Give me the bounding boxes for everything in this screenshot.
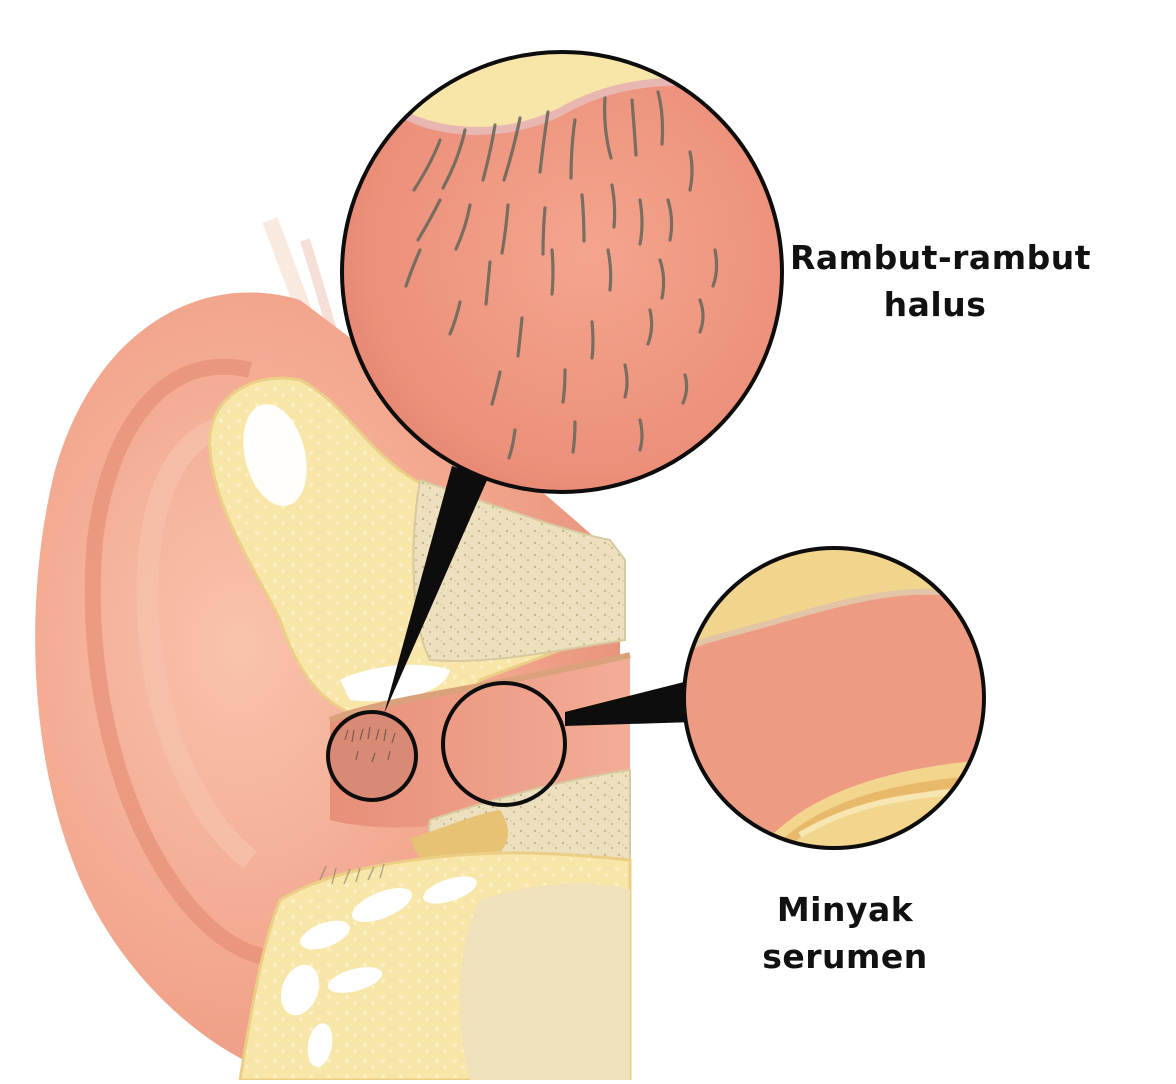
zoom-circle-earwax xyxy=(682,546,986,850)
label-earwax-line2: serumen xyxy=(762,937,928,976)
entrance-hairs xyxy=(319,863,385,885)
pointer-right xyxy=(565,680,694,726)
label-fine-hairs-line2: halus xyxy=(883,285,987,324)
pointer-top xyxy=(384,466,488,714)
label-fine-hairs: Rambut-rambut halus xyxy=(790,234,1091,328)
label-earwax-line1: Minyak xyxy=(776,890,914,929)
lower-structures xyxy=(238,768,632,1082)
label-earwax: Minyak serumen xyxy=(740,886,950,980)
label-fine-hairs-line1: Rambut-rambut xyxy=(790,238,1091,277)
small-circle-wax xyxy=(441,681,567,807)
small-circle-hairs xyxy=(326,710,418,802)
